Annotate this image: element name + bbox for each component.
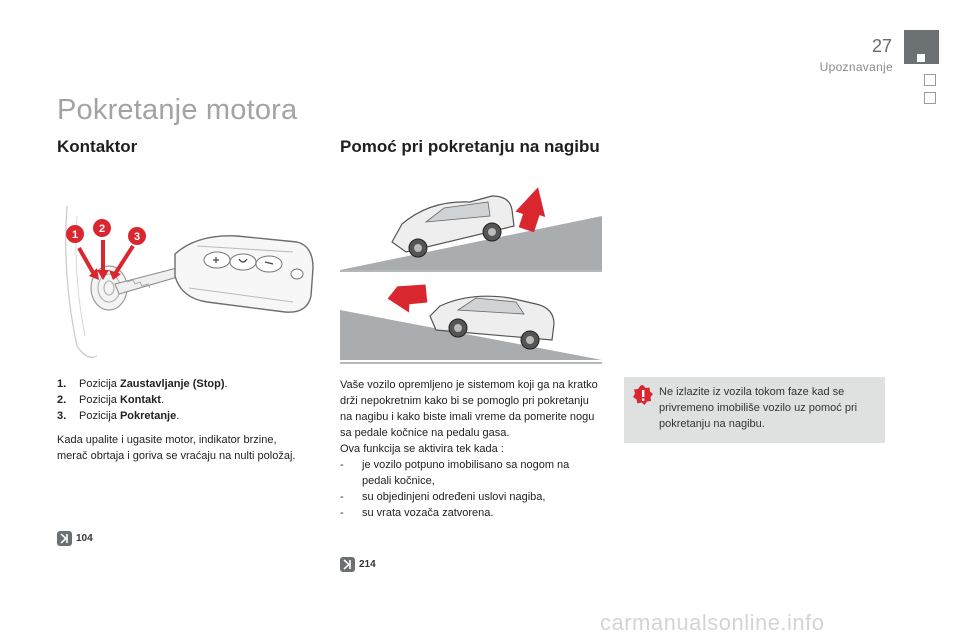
list-item: 1. Pozicija Zaustavljanje (Stop). [57,376,228,392]
item-prefix: Pozicija [79,378,120,390]
position-list: 1. Pozicija Zaustavljanje (Stop). 2. Poz… [57,376,228,424]
condition-text: su vrata vozača zatvorena. [362,507,494,519]
page-number: 27 [871,36,892,56]
item-number: 3. [57,410,67,422]
item-bold: Pokretanje [119,410,177,422]
conditions-intro: Ova funkcija se aktivira tek kada : [340,443,504,455]
ignition-key-figure: 1 2 3 [57,176,322,366]
kontaktor-heading: Kontaktor [57,137,138,156]
item-bold: Kontakt [119,394,161,406]
figure-label: 3 [134,231,140,243]
list-item: -su objedinjeni određeni uslovi nagiba, [340,491,546,503]
hill-assist-heading: Pomoć pri pokretanju na nagibu [340,137,600,156]
hill-assist-text: Vaše vozilo opremljeno je sistemom koji … [340,377,600,521]
kontaktor-paragraph: Kada upalite i ugasite motor, indikator … [57,434,296,462]
watermark: carmanualsonline.info [600,610,825,635]
list-item: -su vrata vozača zatvorena. [340,507,494,519]
hill-assist-paragraph: Vaše vozilo opremljeno je sistemom koji … [340,379,598,439]
hill-start-backward-figure [340,284,602,364]
item-prefix: Pozicija [79,394,120,406]
condition-text: je vozilo potpuno imobilisano sa nogom n… [362,459,570,487]
item-suffix: . [224,378,228,390]
list-item: 3. Pozicija Pokretanje. [57,408,228,424]
list-item: 2. Pozicija Kontakt. [57,392,228,408]
figure-label: 1 [72,229,78,241]
tab-dot-icon [917,54,925,62]
section-tab[interactable] [924,92,936,104]
figure-label: 2 [99,223,105,235]
reference-number: 104 [76,533,93,544]
warning-box [624,377,885,443]
page-title: Pokretanje motora [57,94,298,126]
warning-text: Ne izlazite iz vozila tokom faze kad se … [659,386,858,430]
item-number: 1. [57,378,67,390]
warning-icon [633,385,653,405]
page-reference-link[interactable]: 104 [57,531,93,546]
item-number: 2. [57,394,67,406]
item-suffix: . [176,410,180,422]
page-reference-link[interactable]: 214 [340,557,376,572]
section-name: Upoznavanje [819,60,893,74]
reference-arrow-icon [340,557,355,572]
condition-text: su objedinjeni određeni uslovi nagiba, [362,491,546,503]
section-tab-active[interactable] [904,30,939,64]
list-item: -je vozilo potpuno imobilisano sa nogom … [340,457,600,489]
item-prefix: Pozicija [79,410,120,422]
hill-start-upward-figure [340,187,602,272]
item-suffix: . [160,394,164,406]
reference-number: 214 [359,559,376,570]
section-tab[interactable] [924,74,936,86]
reference-arrow-icon [57,531,72,546]
item-bold: Zaustavljanje (Stop) [119,378,225,390]
